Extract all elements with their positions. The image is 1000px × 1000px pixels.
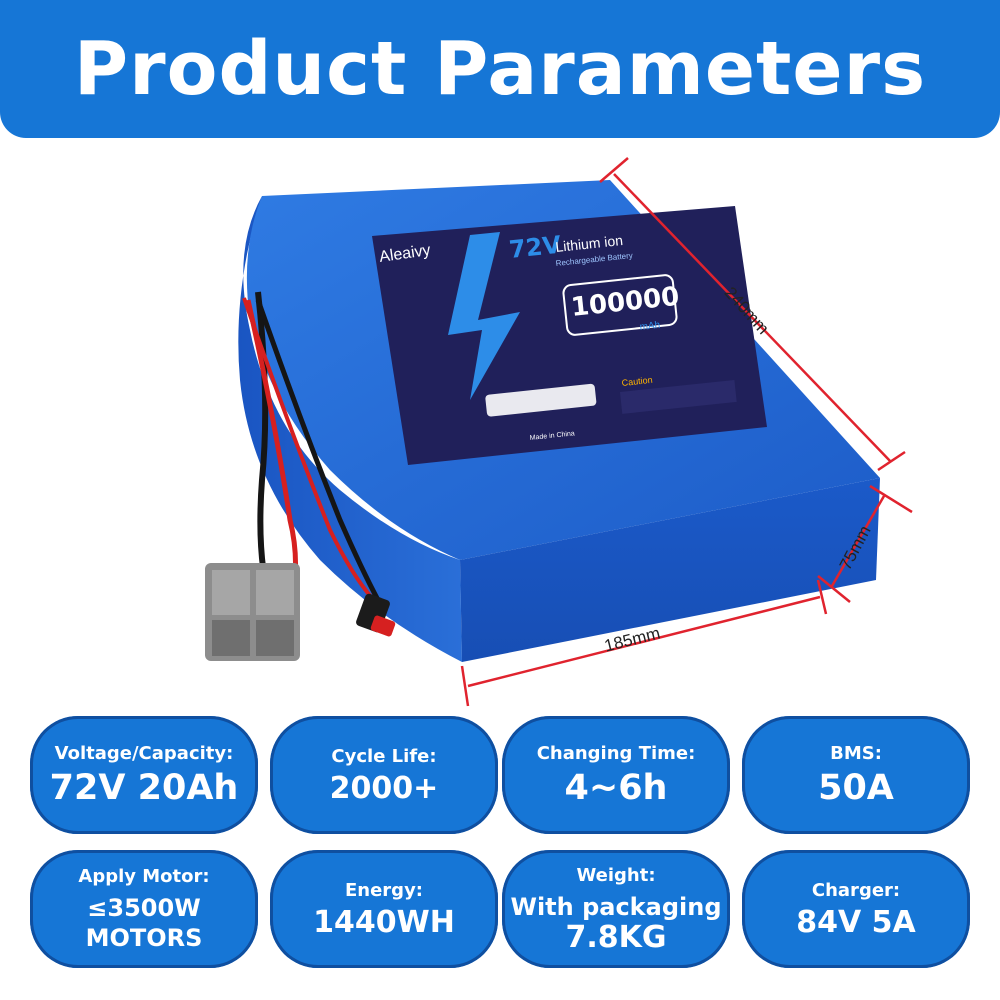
spec-label: BMS: [830, 743, 882, 765]
spec-value: 2000+ [329, 770, 439, 806]
small-connector [356, 593, 396, 637]
spec-value: 1440WH [313, 904, 455, 940]
spec-label: Charger: [811, 879, 901, 901]
spec-label: Apply Motor: [78, 865, 210, 887]
page-title: Product Parameters [73, 26, 927, 112]
spec-card-bms: BMS: 50A [742, 716, 970, 834]
caution-title: Caution [621, 375, 653, 388]
spec-card-cycle-life: Cycle Life: 2000+ [270, 716, 498, 834]
spec-card-charger: Charger: 84V 5A [742, 850, 970, 968]
spec-label: Weight: [576, 864, 656, 886]
spec-label: Changing Time: [536, 743, 696, 765]
red-wire-2 [242, 297, 374, 600]
made-in-text: Made in China [529, 430, 575, 442]
battery-illustration: Aleaivy 72V Lithium ion Rechargeable Bat… [205, 157, 913, 707]
spec-card-changing-time: Changing Time: 4~6h [502, 716, 730, 834]
spec-card-energy: Energy: 1440WH [270, 850, 498, 968]
voltage-text: 72V [508, 231, 563, 264]
anderson-connector [205, 563, 300, 661]
spec-value: 84V 5A [796, 904, 916, 940]
spec-value: 72V 20Ah [49, 768, 239, 809]
spec-label: Voltage/Capacity: [54, 743, 234, 765]
header-banner: Product Parameters [0, 0, 1000, 138]
black-wire-2 [255, 299, 381, 602]
spec-value-line1: ≤3500W [87, 893, 201, 922]
spec-value-line2: 7.8KG [565, 919, 667, 955]
chemistry-text: Lithium ion [555, 232, 624, 255]
spec-value-line2: MOTORS [85, 923, 203, 952]
spec-value: 50A [818, 768, 894, 809]
dimension-lines [460, 157, 913, 707]
spec-label: Energy: [344, 879, 423, 901]
battery-label: Aleaivy 72V Lithium ion Rechargeable Bat… [372, 206, 767, 465]
capacity-unit-text: mAh [639, 320, 661, 333]
spec-card-apply-motor: Apply Motor: ≤3500W MOTORS [30, 850, 258, 968]
spec-card-weight: Weight: With packaging 7.8KG [502, 850, 730, 968]
spec-label: Cycle Life: [331, 745, 437, 767]
spec-value: 4~6h [564, 768, 668, 809]
battery-left-side [238, 196, 462, 662]
battery-front-face [460, 478, 880, 662]
spec-card-voltage-capacity: Voltage/Capacity: 72V 20Ah [30, 716, 258, 834]
product-image: Aleaivy 72V Lithium ion Rechargeable Bat… [0, 138, 1000, 708]
spec-value-line1: With packaging [510, 892, 722, 921]
